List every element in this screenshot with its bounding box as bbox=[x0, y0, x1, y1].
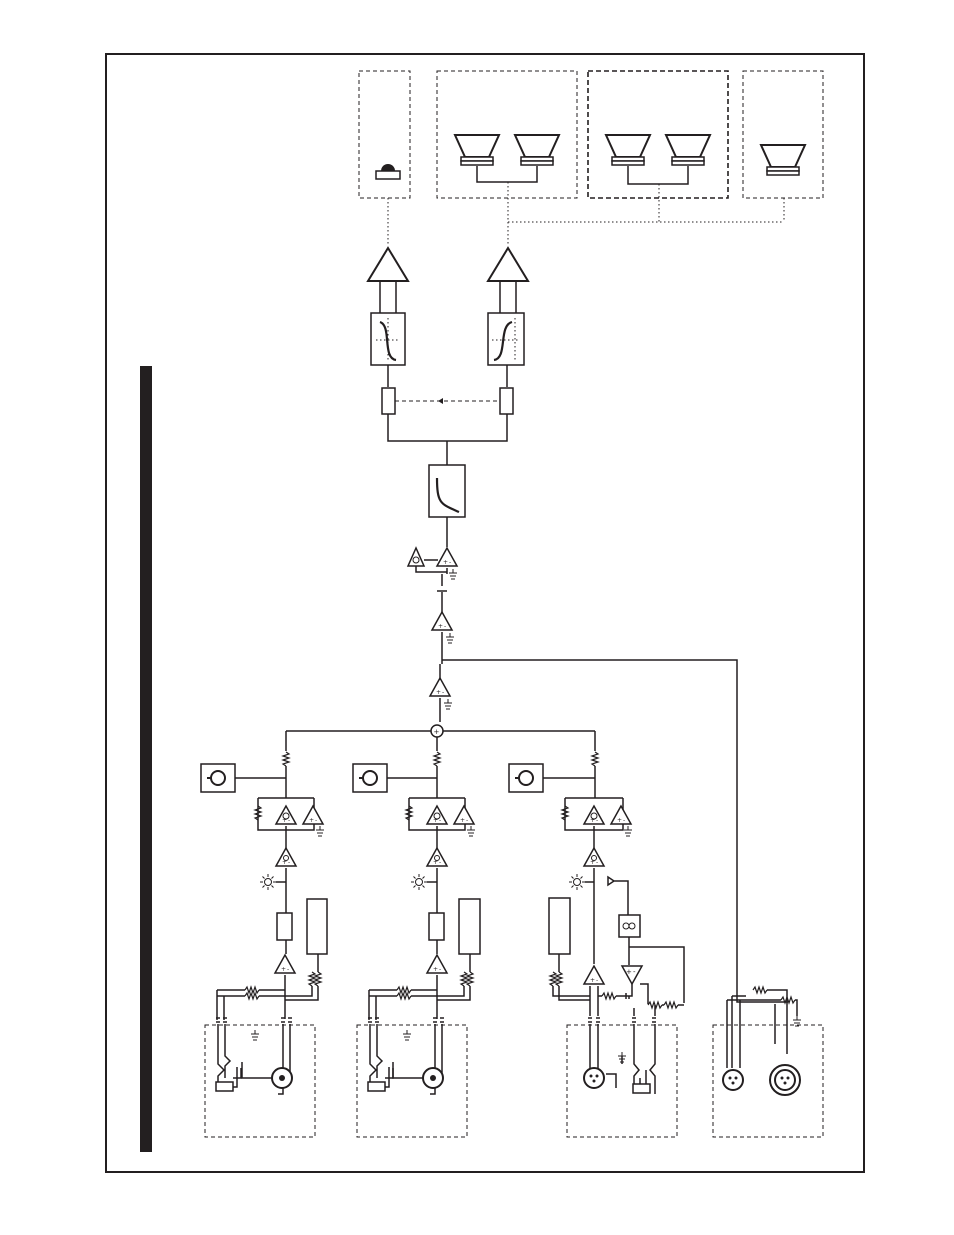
speaker-icon bbox=[760, 144, 806, 176]
outer-frame bbox=[105, 53, 865, 1173]
knob-icon bbox=[200, 763, 236, 793]
speaker-pair-icon bbox=[605, 134, 711, 185]
output-level-box-1 bbox=[381, 387, 396, 415]
input-channel-3: + - bbox=[508, 731, 685, 1138]
op-amp-icon bbox=[583, 847, 605, 867]
xlr-connector-icon bbox=[722, 1069, 744, 1091]
op-amp-icon bbox=[275, 847, 297, 867]
knob-icon bbox=[406, 546, 426, 567]
speaker-pair-icon bbox=[454, 134, 560, 183]
op-amp-icon bbox=[426, 954, 448, 974]
op-amp-icon bbox=[436, 547, 458, 580]
op-amp-icon bbox=[426, 805, 448, 825]
tweeter-icon bbox=[375, 164, 401, 180]
led-icon bbox=[259, 873, 277, 891]
op-amp-icon bbox=[431, 611, 455, 644]
op-amp-icon bbox=[426, 847, 448, 867]
knob-icon bbox=[508, 763, 544, 793]
tweeter-box bbox=[358, 70, 411, 199]
xlr-connector-icon bbox=[769, 1064, 801, 1096]
led-icon bbox=[410, 873, 428, 891]
xlr-connector-icon bbox=[583, 1067, 605, 1089]
svg-text:+: + bbox=[434, 728, 440, 736]
svg-text:+: + bbox=[626, 968, 632, 976]
summing-node-icon: + bbox=[430, 724, 444, 738]
knob-icon bbox=[352, 763, 388, 793]
op-amp-icon bbox=[583, 805, 605, 825]
output-connectors bbox=[712, 986, 824, 1138]
phantom-power-icon bbox=[607, 875, 629, 915]
speaker-pair-box-2 bbox=[587, 70, 729, 199]
op-amp-icon bbox=[583, 965, 605, 985]
diode-icon bbox=[437, 398, 443, 404]
op-amp-icon bbox=[453, 805, 475, 825]
led-icon bbox=[568, 873, 586, 891]
op-amp-icon bbox=[275, 805, 297, 825]
op-amp-icon bbox=[274, 954, 296, 974]
op-amp-icon bbox=[610, 805, 632, 825]
amplifier-triangle-icon bbox=[366, 246, 530, 282]
input-channel-1 bbox=[200, 731, 328, 1138]
speaker-wiring-3 bbox=[508, 184, 785, 223]
crossover-filter-icon bbox=[370, 312, 525, 366]
op-amp-icon bbox=[429, 677, 453, 710]
speaker-single-box bbox=[742, 70, 824, 199]
svg-text:-: - bbox=[633, 968, 636, 976]
bypass-line bbox=[442, 659, 738, 990]
input-channel-2 bbox=[352, 737, 481, 1138]
output-level-box-2 bbox=[499, 387, 514, 415]
vertical-black-bar bbox=[140, 366, 152, 1152]
speaker-pair-box-1 bbox=[436, 70, 578, 199]
eq-filter-icon bbox=[428, 464, 466, 518]
op-amp-icon bbox=[302, 805, 324, 825]
